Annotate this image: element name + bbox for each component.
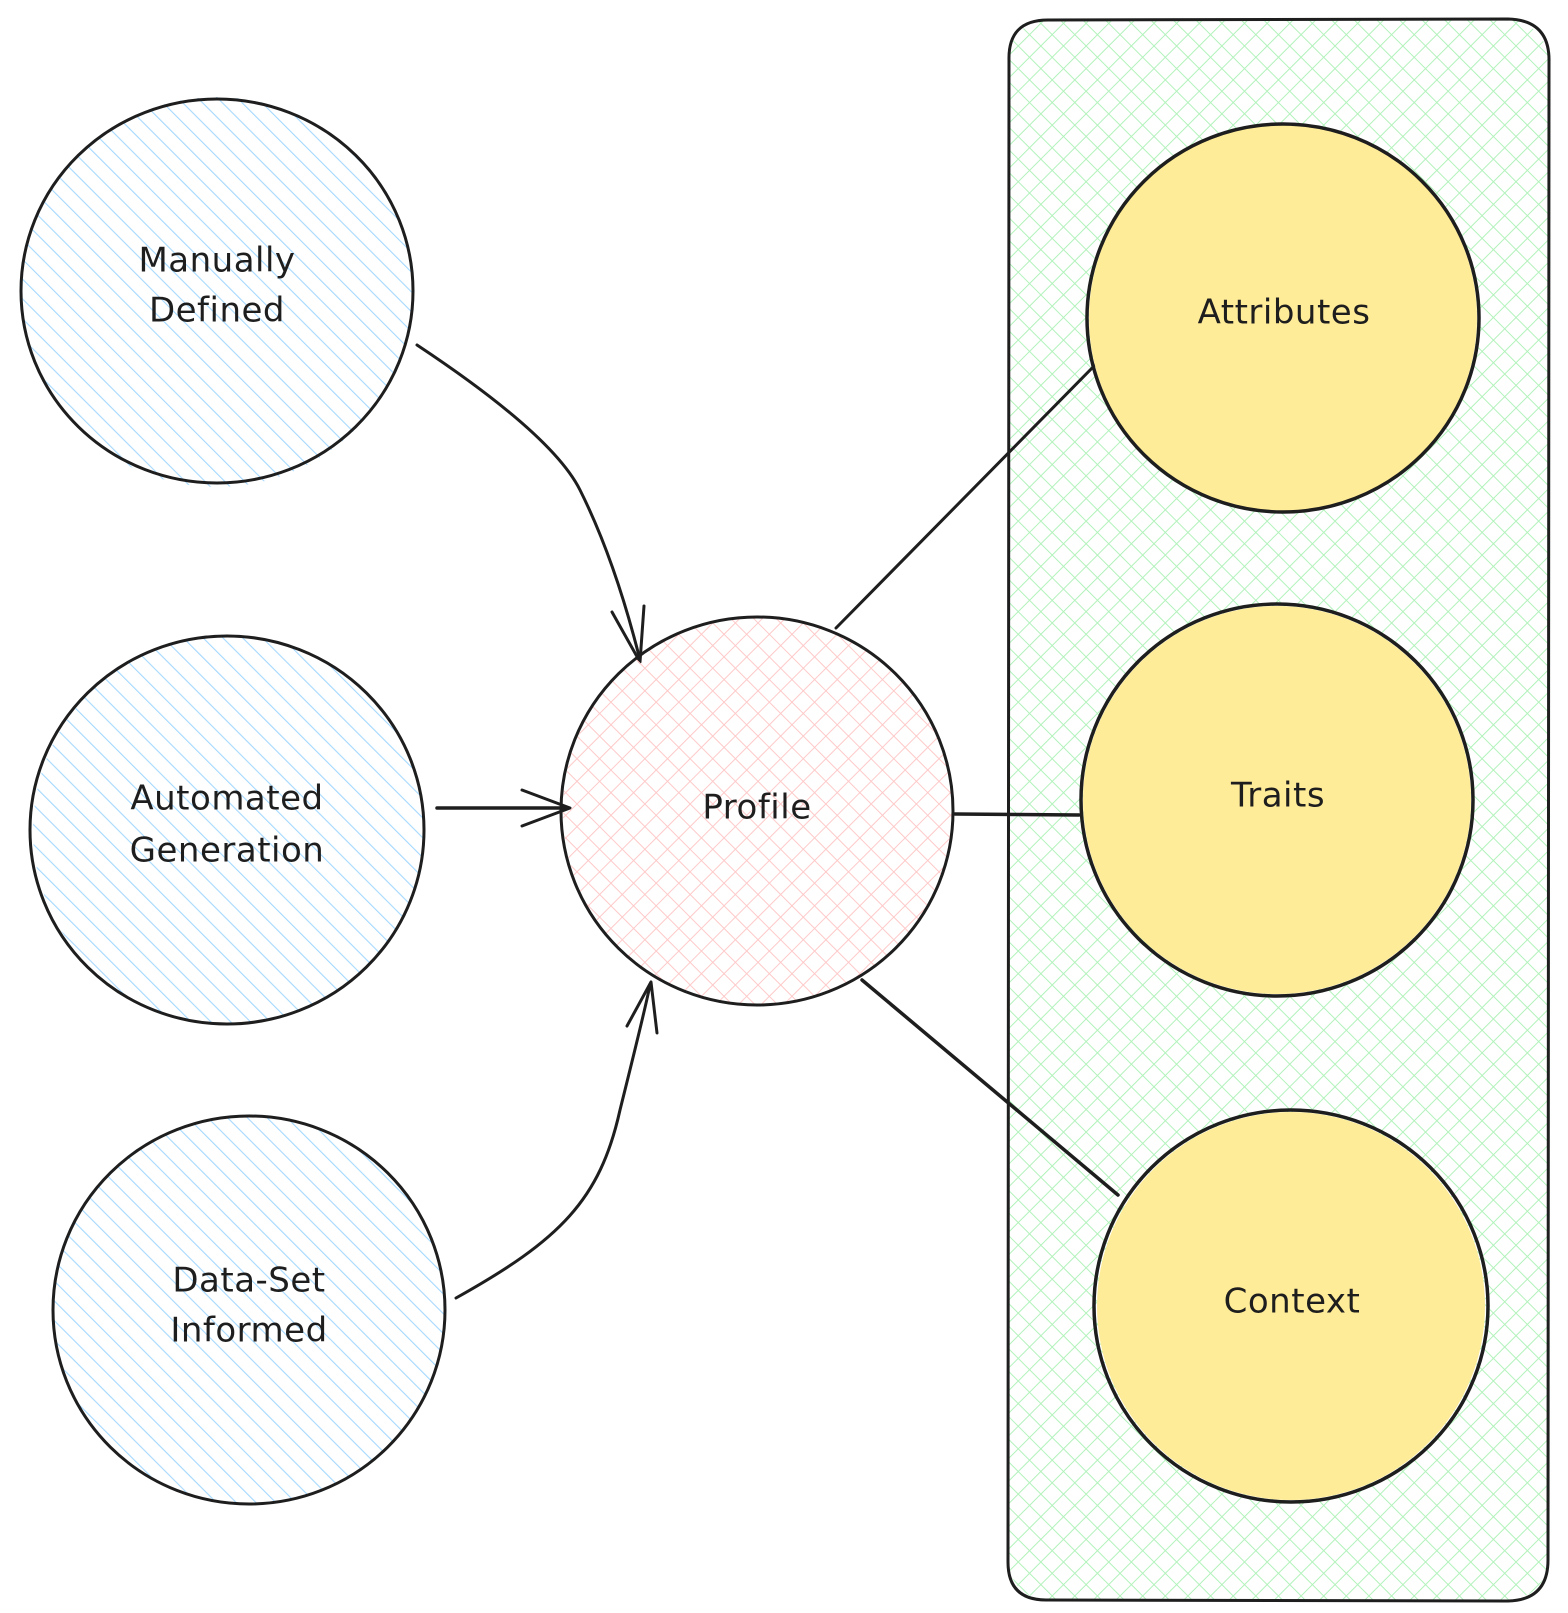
source-node-automated-line2: Generation: [130, 831, 325, 871]
source-node-manual: Manually Defined: [19, 97, 415, 487]
line-profile-to-attributes: [834, 360, 1100, 630]
profile-node-label: Profile: [702, 788, 811, 828]
facet-node-attributes: Attributes: [1085, 122, 1481, 514]
source-node-dataset-line2: Informed: [170, 1311, 327, 1351]
facet-node-traits-label: Traits: [1230, 776, 1325, 816]
line-profile-to-traits: [953, 812, 1081, 817]
connector-automated-to-profile: [435, 788, 572, 828]
source-node-manual-line1: Manually: [138, 241, 295, 281]
source-node-automated-line1: Automated: [130, 779, 323, 819]
line-profile-to-context: [860, 978, 1120, 1197]
facets-group-border: [1006, 17, 1551, 1603]
facet-node-attributes-label: Attributes: [1198, 293, 1371, 333]
source-node-dataset-line1: Data-Set: [172, 1261, 325, 1301]
source-node-dataset: Data-Set Informed: [51, 1114, 447, 1506]
facet-node-context: Context: [1092, 1108, 1490, 1504]
source-node-manual-line2: Defined: [149, 291, 285, 331]
facet-node-traits: Traits: [1079, 602, 1475, 998]
profile-node: Profile: [559, 615, 955, 1007]
connector-manual-to-profile: [415, 343, 646, 664]
source-node-automated: Automated Generation: [28, 634, 426, 1026]
connector-dataset-to-profile: [454, 980, 659, 1300]
facet-node-context-label: Context: [1224, 1282, 1361, 1322]
